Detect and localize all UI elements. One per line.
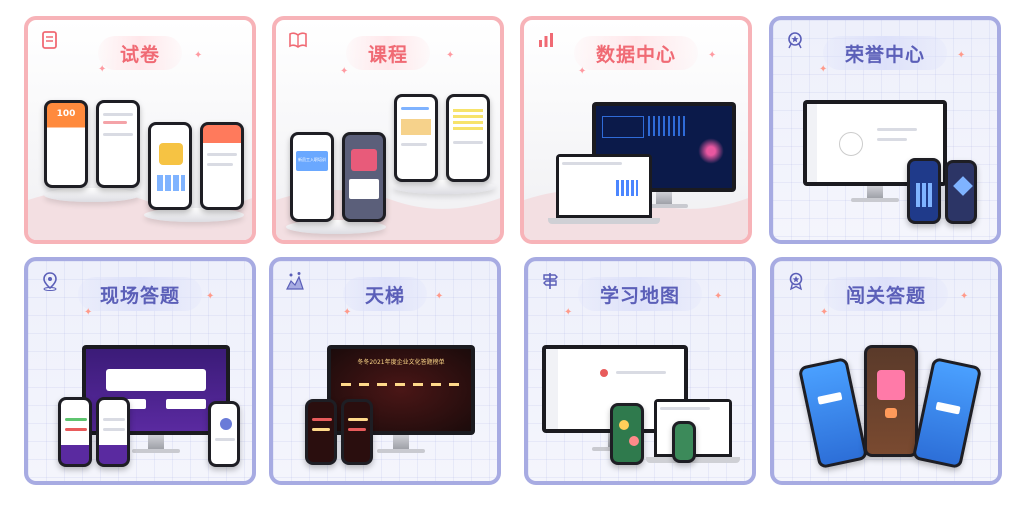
phone-mockup: 100 [44, 100, 88, 188]
card-title: 试卷 [97, 36, 183, 70]
phone-mockup [148, 122, 192, 210]
card-title: 课程 [345, 36, 431, 70]
exam-score: 100 [56, 109, 76, 119]
phone-mockup [200, 122, 244, 210]
card-course[interactable]: 课程 ✦✦ 新员工入职培训 [272, 16, 504, 244]
card-title: 荣誉中心 [822, 36, 948, 70]
phone-mockup [342, 132, 386, 222]
award-badge-icon [789, 272, 803, 291]
phone-mockup [672, 421, 696, 463]
phone-mockup [446, 94, 490, 182]
card-learning-map[interactable]: 学习地图 ✦✦ [524, 257, 756, 485]
phone-mockup [208, 401, 240, 467]
card-challenge-quiz[interactable]: 闯关答题 ✦✦ [770, 257, 1002, 485]
phone-mockup [341, 399, 373, 465]
course-book-icon [289, 32, 307, 48]
phone-mockup [394, 94, 438, 182]
card-title: 数据中心 [573, 36, 699, 70]
monitor-mockup [803, 100, 947, 186]
exam-paper-icon [42, 31, 57, 49]
phone-mockup [864, 345, 918, 457]
bar-chart-icon [539, 33, 553, 47]
card-honor-center[interactable]: 荣誉中心 ✦✦ [769, 16, 1001, 244]
phone-mockup [610, 403, 644, 465]
card-ladder[interactable]: 天梯 ✦✦ 冬冬2021年度企业文化答题榜单 [269, 257, 501, 485]
card-title: 学习地图 [577, 277, 703, 311]
course-badge: 新员工入职培训 [298, 157, 326, 162]
card-exam[interactable]: 试卷 ✦✦ 100 [24, 16, 256, 244]
card-title: 现场答题 [77, 277, 203, 311]
phone-mockup [907, 158, 941, 224]
phone-mockup: 新员工入职培训 [290, 132, 334, 222]
monitor-mockup: 冬冬2021年度企业文化答题榜单 [327, 345, 475, 435]
card-data-center[interactable]: 数据中心 ✦✦ [520, 16, 752, 244]
signpost-icon [543, 273, 558, 289]
ladder-banner: 冬冬2021年度企业文化答题榜单 [357, 359, 445, 366]
card-title: 闯关答题 [823, 277, 949, 311]
card-title: 天梯 [342, 277, 428, 311]
phone-mockup [96, 100, 140, 188]
ladder-ranking-icon [286, 272, 304, 290]
phone-mockup [96, 397, 130, 467]
honor-medal-icon [788, 32, 802, 49]
location-pin-icon [43, 272, 57, 291]
phone-mockup [797, 356, 869, 470]
phone-mockup [58, 397, 92, 467]
phone-mockup [305, 399, 337, 465]
phone-mockup [945, 160, 977, 224]
laptop-mockup [548, 154, 660, 224]
card-live-quiz[interactable]: 现场答题 ✦✦ [24, 257, 256, 485]
monitor-mockup [592, 102, 736, 192]
phone-mockup [911, 356, 983, 470]
